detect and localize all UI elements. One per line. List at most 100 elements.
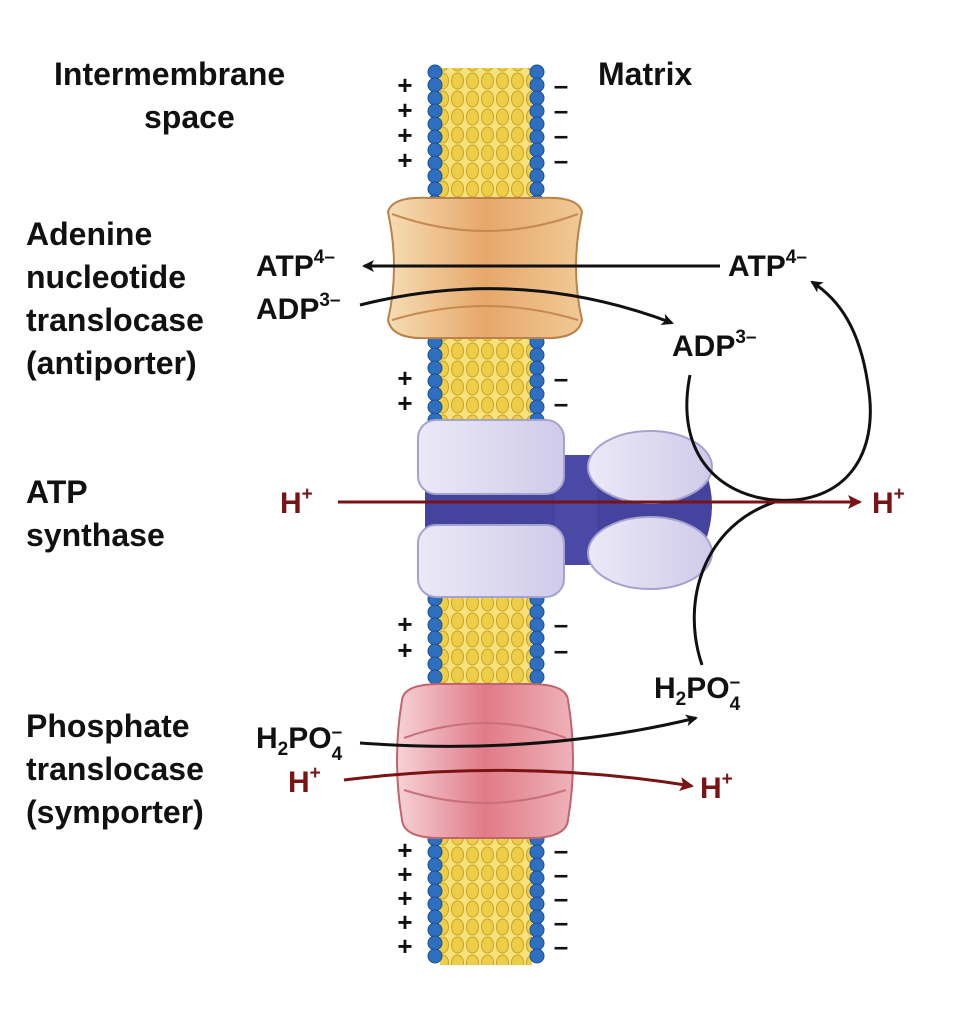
adp-matrix-label: ADP3– bbox=[672, 327, 757, 363]
lipid-head bbox=[427, 347, 443, 363]
lipid-head bbox=[427, 142, 443, 158]
symporter-label-line3: (symporter) bbox=[26, 794, 204, 830]
lipid-head bbox=[529, 142, 545, 158]
negative-charge: – bbox=[553, 388, 569, 418]
lipid-head bbox=[529, 883, 545, 899]
positive-charge: + bbox=[397, 859, 413, 889]
bilayer-segment-1 bbox=[440, 68, 532, 208]
lipid-head bbox=[427, 922, 443, 938]
positive-charge: + bbox=[397, 95, 413, 125]
lipid-head bbox=[529, 360, 545, 376]
intermembrane-label-line2: space bbox=[144, 99, 235, 135]
lipid-head bbox=[427, 360, 443, 376]
lipid-head bbox=[529, 386, 545, 402]
symporter-label-line2: translocase bbox=[26, 751, 204, 787]
intermembrane-label-line1: Intermembrane bbox=[54, 56, 286, 92]
bilayer-segment-4 bbox=[440, 835, 532, 965]
lipid-head bbox=[427, 896, 443, 912]
negative-charge: – bbox=[553, 635, 569, 665]
lipid-head bbox=[529, 116, 545, 132]
lipid-head bbox=[427, 181, 443, 197]
lipid-head bbox=[427, 870, 443, 886]
lipid-head bbox=[427, 116, 443, 132]
lipid-head bbox=[529, 922, 545, 938]
lipid-head bbox=[427, 386, 443, 402]
adp-import-arrow bbox=[359, 287, 674, 326]
adp-intermembrane-label: ADP3– bbox=[256, 290, 341, 326]
lipid-head bbox=[529, 77, 545, 93]
atp-synthase-protein bbox=[417, 419, 713, 598]
positive-charge: + bbox=[397, 835, 413, 865]
antiporter-label-line3: translocase bbox=[26, 302, 204, 338]
lipid-head bbox=[529, 935, 545, 951]
lipid-head bbox=[427, 399, 443, 415]
proton-matrix-symport: H+ bbox=[700, 769, 733, 805]
negative-charge: – bbox=[553, 859, 569, 889]
lipid-head bbox=[427, 155, 443, 171]
lipid-head bbox=[529, 103, 545, 119]
lipid-head bbox=[529, 90, 545, 106]
lipid-head bbox=[427, 617, 443, 633]
lipid-head bbox=[427, 883, 443, 899]
positive-charge: + bbox=[397, 635, 413, 665]
proton-matrix-synthase: H+ bbox=[872, 484, 905, 520]
lipid-head bbox=[427, 948, 443, 964]
phosphate-feed-arrow bbox=[692, 500, 776, 666]
negative-charge: – bbox=[553, 145, 569, 175]
lipid-head bbox=[529, 168, 545, 184]
positive-charge: + bbox=[397, 907, 413, 937]
lipid-head bbox=[427, 935, 443, 951]
proton-intermembrane-synthase: H+ bbox=[280, 484, 313, 520]
lipid-heads bbox=[427, 64, 545, 964]
antiporter-protein bbox=[386, 196, 584, 340]
negative-charge: – bbox=[553, 907, 569, 937]
proton-symport-arrow bbox=[343, 768, 694, 791]
lipid-head bbox=[529, 948, 545, 964]
lipid-head bbox=[529, 129, 545, 145]
matrix-label: Matrix bbox=[598, 56, 693, 92]
positive-charge: + bbox=[397, 609, 413, 639]
lipid-head bbox=[529, 656, 545, 672]
bilayer-segment-3 bbox=[440, 595, 532, 683]
negative-charge: – bbox=[553, 120, 569, 150]
phosphate-intermembrane-label: H2PO–4 bbox=[256, 722, 343, 765]
lipid-head bbox=[529, 857, 545, 873]
lipid-head bbox=[529, 155, 545, 171]
synthase-label-line2: synthase bbox=[26, 517, 165, 553]
lipid-bilayer bbox=[427, 64, 545, 965]
lipid-head bbox=[529, 844, 545, 860]
negative-charge: – bbox=[553, 70, 569, 100]
positive-charge: + bbox=[397, 363, 413, 393]
antiporter-label-line2: nucleotide bbox=[26, 259, 187, 295]
symporter-label-line1: Phosphate bbox=[26, 708, 190, 744]
lipid-head bbox=[529, 347, 545, 363]
negative-charge: – bbox=[553, 95, 569, 125]
positive-charge: + bbox=[397, 145, 413, 175]
negative-charge: – bbox=[553, 931, 569, 961]
positive-charge: + bbox=[397, 931, 413, 961]
transport-arrows bbox=[338, 260, 872, 791]
positive-charge: + bbox=[397, 120, 413, 150]
lipid-head bbox=[427, 373, 443, 389]
symporter-protein bbox=[396, 683, 574, 839]
lipid-head bbox=[427, 168, 443, 184]
negative-charge: – bbox=[553, 609, 569, 639]
lipid-head bbox=[529, 870, 545, 886]
lipid-head bbox=[529, 896, 545, 912]
synthase-label-line1: ATP bbox=[26, 474, 88, 510]
lipid-head bbox=[529, 181, 545, 197]
lipid-head bbox=[427, 129, 443, 145]
atp-intermembrane-label: ATP4– bbox=[256, 247, 335, 283]
bilayer-segment-2 bbox=[440, 338, 532, 428]
lipid-head bbox=[427, 64, 443, 80]
antiporter-label-line4: (antiporter) bbox=[26, 345, 197, 381]
negative-charge: – bbox=[553, 363, 569, 393]
lipid-head bbox=[529, 399, 545, 415]
lipid-head bbox=[529, 617, 545, 633]
negative-charge: – bbox=[553, 883, 569, 913]
lipid-head bbox=[427, 630, 443, 646]
lipid-head bbox=[529, 604, 545, 620]
lipid-head bbox=[529, 64, 545, 80]
